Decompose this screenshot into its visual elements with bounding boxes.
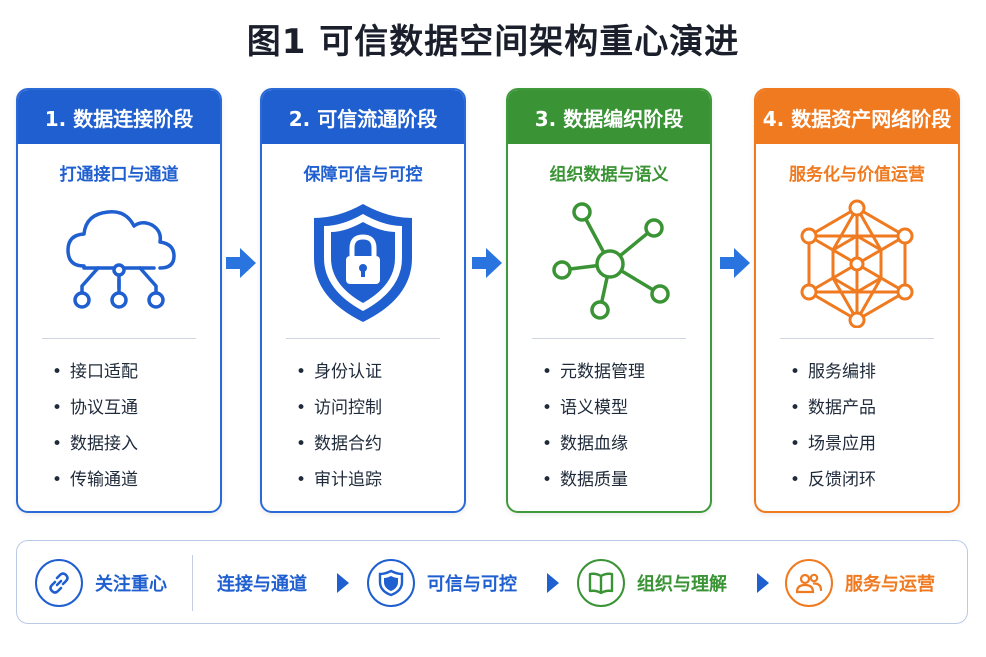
list-item: 协议互通 bbox=[52, 390, 138, 426]
list-item: 身份认证 bbox=[296, 354, 382, 390]
stage-item-list: 接口适配 协议互通 数据接入 传输通道 bbox=[52, 354, 138, 498]
focus-step-connection: 连接与通道 bbox=[217, 541, 307, 625]
list-item: 访问控制 bbox=[296, 390, 382, 426]
focus-step-trust: 可信与可控 bbox=[367, 541, 517, 625]
focus-step-operation: 服务与运营 bbox=[785, 541, 935, 625]
stage-item-list: 服务编排 数据产品 场景应用 反馈闭环 bbox=[790, 354, 876, 498]
focus-step-label: 可信与可控 bbox=[427, 574, 517, 595]
divider bbox=[42, 338, 196, 339]
divider bbox=[780, 338, 934, 339]
list-item: 数据合约 bbox=[296, 426, 382, 462]
divider bbox=[286, 338, 440, 339]
stage-header: 4. 数据资产网络阶段 bbox=[756, 90, 958, 144]
stage-card-data-fabric: 3. 数据编织阶段 组织数据与语义 元数据管理 语义模型 数据血缘 数据质量 bbox=[506, 88, 712, 513]
focus-label-group: 关注重心 bbox=[35, 541, 167, 625]
stage-subtitle: 组织数据与语义 bbox=[549, 165, 669, 185]
shield-icon bbox=[367, 559, 415, 607]
stage-item-list: 身份认证 访问控制 数据合约 审计追踪 bbox=[296, 354, 382, 498]
list-item: 元数据管理 bbox=[542, 354, 645, 390]
focus-bar: 关注重心 连接与通道 可信与可控 组织与理解 bbox=[16, 540, 968, 624]
focus-step-label: 组织与理解 bbox=[637, 574, 727, 595]
stage-header: 3. 数据编织阶段 bbox=[508, 90, 710, 144]
list-item: 场景应用 bbox=[790, 426, 876, 462]
stage-header: 1. 数据连接阶段 bbox=[18, 90, 220, 144]
page-title: 图1 可信数据空间架构重心演进 bbox=[246, 22, 740, 62]
divider bbox=[532, 338, 686, 339]
divider bbox=[192, 555, 193, 611]
node-graph-icon bbox=[508, 198, 710, 328]
triangle-right-icon bbox=[757, 573, 769, 593]
focus-step-label: 服务与运营 bbox=[845, 574, 935, 595]
cloud-network-icon bbox=[18, 198, 220, 328]
shield-lock-icon bbox=[262, 198, 464, 328]
list-item: 语义模型 bbox=[542, 390, 645, 426]
list-item: 反馈闭环 bbox=[790, 462, 876, 498]
list-item: 数据产品 bbox=[790, 390, 876, 426]
link-icon bbox=[35, 559, 83, 607]
focus-step-label: 连接与通道 bbox=[217, 574, 307, 595]
arrow-right-icon bbox=[472, 248, 502, 278]
book-icon bbox=[577, 559, 625, 607]
stage-subtitle: 保障可信与可控 bbox=[303, 165, 423, 185]
list-item: 传输通道 bbox=[52, 462, 138, 498]
list-item: 数据接入 bbox=[52, 426, 138, 462]
triangle-right-icon bbox=[337, 573, 349, 593]
users-icon bbox=[785, 559, 833, 607]
stage-card-trusted-circulation: 2. 可信流通阶段 保障可信与可控 身份认证 访问控制 数据合约 审计追踪 bbox=[260, 88, 466, 513]
focus-label: 关注重心 bbox=[95, 574, 167, 595]
triangle-right-icon bbox=[547, 573, 559, 593]
list-item: 接口适配 bbox=[52, 354, 138, 390]
stage-header: 2. 可信流通阶段 bbox=[262, 90, 464, 144]
stage-subtitle: 服务化与价值运营 bbox=[789, 165, 925, 185]
list-item: 数据质量 bbox=[542, 462, 645, 498]
list-item: 服务编排 bbox=[790, 354, 876, 390]
focus-step-understanding: 组织与理解 bbox=[577, 541, 727, 625]
stage-subtitle: 打通接口与通道 bbox=[59, 165, 179, 185]
hexagon-network-icon bbox=[756, 198, 958, 328]
stage-item-list: 元数据管理 语义模型 数据血缘 数据质量 bbox=[542, 354, 645, 498]
list-item: 数据血缘 bbox=[542, 426, 645, 462]
stage-card-data-asset-network: 4. 数据资产网络阶段 服务化与价值运营 bbox=[754, 88, 960, 513]
arrow-right-icon bbox=[720, 248, 750, 278]
arrow-right-icon bbox=[226, 248, 256, 278]
stage-card-data-connection: 1. 数据连接阶段 打通接口与通道 接口适配 协议互通 数据接入 传输通道 bbox=[16, 88, 222, 513]
list-item: 审计追踪 bbox=[296, 462, 382, 498]
